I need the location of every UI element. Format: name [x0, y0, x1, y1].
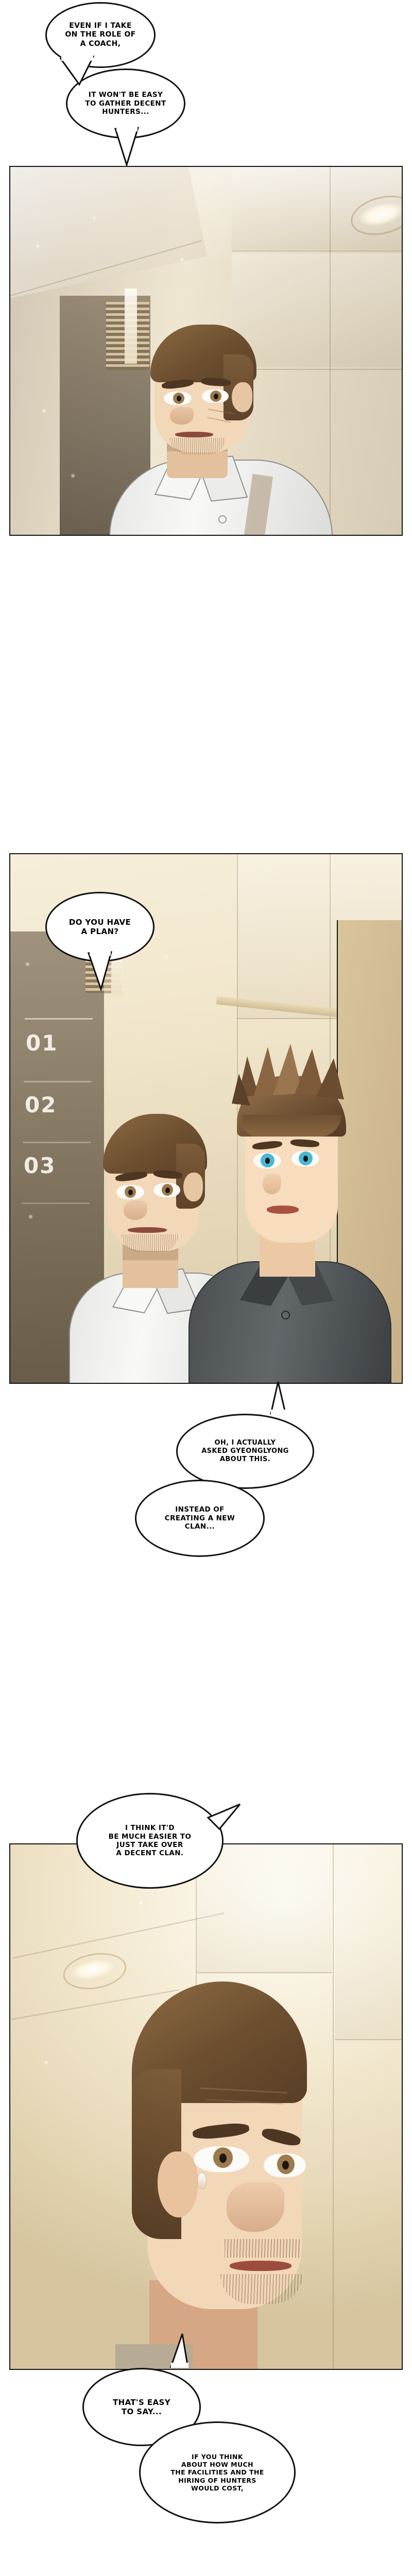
bubble-text: OH, I ACTUALLY ASKED GYEONGLYONG ABOUT T…: [201, 1439, 289, 1463]
wall-panel: [232, 253, 402, 367]
moustache: [225, 2239, 301, 2258]
pupil-right: [165, 1188, 170, 1193]
wall-seam: [197, 1972, 332, 1973]
pupil-right: [282, 2161, 289, 2170]
nose: [170, 407, 194, 425]
bubble-tail-2: [114, 127, 140, 167]
panel-3-closeup-sweating: [9, 1843, 403, 2370]
pupil-right: [303, 1156, 308, 1162]
dust-mote: [93, 216, 96, 220]
shirt-button: [281, 1311, 290, 1319]
bubble-text: IF YOU THINK ABOUT HOW MUCH THE FACILITI…: [170, 2452, 264, 2492]
bubble-text: DO YOU HAVE A PLAN?: [68, 917, 131, 936]
mouth: [175, 432, 213, 437]
wall-seam: [333, 1844, 334, 2369]
bubble-text: EVEN IF I TAKE ON THE ROLE OF A COACH,: [65, 22, 136, 48]
pupil-left: [177, 396, 181, 401]
bubble-instead-of-new-clan: INSTEAD OF CREATING A NEW CLAN...: [135, 1480, 265, 1557]
bubble-text: IT WON'T BE EASY TO GATHER DECENT HUNTER…: [85, 91, 166, 116]
wall-panel: [197, 1844, 332, 1973]
dust-mote: [42, 409, 46, 413]
dust-mote: [180, 258, 184, 261]
dust-mote: [165, 955, 168, 959]
stubble: [170, 438, 226, 454]
wall-seam: [232, 250, 402, 251]
floor-divider: [22, 1202, 90, 1204]
pupil-left: [128, 1190, 133, 1195]
older-man-figure: [97, 305, 344, 535]
dust-mote: [29, 1215, 32, 1218]
pupil-left: [219, 2154, 227, 2163]
pupil-right: [214, 394, 218, 399]
pupil-left: [265, 1158, 270, 1164]
stubble: [220, 2274, 303, 2304]
dark-shirt: [188, 1261, 391, 1383]
dust-mote: [139, 1901, 143, 1905]
dust-mote: [71, 474, 75, 478]
older-man-closeup: [92, 1961, 334, 2369]
ear: [232, 382, 252, 412]
floor-label-02: 02: [25, 1092, 57, 1117]
dust-mote: [26, 962, 29, 966]
sweat-drop: [198, 2173, 206, 2189]
wall-seam: [237, 1018, 402, 1019]
floor-label-01: 01: [26, 1030, 58, 1056]
young-man-figure: [188, 1004, 391, 1383]
panel-1-corridor: [9, 166, 403, 536]
bubble-text: THAT'S EASY TO SAY...: [112, 2397, 170, 2416]
bubble-take-over-clan: I THINK IT'D BE MUCH EASIER TO JUST TAKE…: [76, 1793, 224, 1889]
shirt-button: [218, 515, 227, 523]
elevator-light-column: [125, 289, 137, 364]
floor-label-03: 03: [24, 1153, 56, 1178]
bubble-wont-be-easy: IT WON'T BE EASY TO GATHER DECENT HUNTER…: [66, 69, 185, 139]
bubble-text: INSTEAD OF CREATING A NEW CLAN...: [164, 1505, 235, 1531]
bubble-tail-3: [87, 951, 112, 991]
wall-seam: [335, 2039, 402, 2040]
ear: [158, 2151, 198, 2217]
bubble-tail-7: [169, 2333, 188, 2368]
mouth: [267, 1206, 299, 1214]
floor-divider: [23, 1142, 91, 1143]
dust-mote: [36, 244, 40, 248]
stubble: [122, 1234, 178, 1252]
bubble-tail-4: [270, 1381, 286, 1415]
floor-divider: [25, 1018, 93, 1020]
panel-2-elevator-lobby: 01 02 03: [9, 853, 403, 1384]
nose: [263, 1174, 281, 1194]
floor-divider: [24, 1081, 92, 1082]
dust-mote: [44, 2061, 48, 2064]
bubble-tail-1: [60, 56, 95, 86]
wall-seam: [330, 167, 331, 535]
bubble-text: I THINK IT'D BE MUCH EASIER TO JUST TAKE…: [108, 1824, 192, 1858]
bubble-asked-gyeonglyong: OH, I ACTUALLY ASKED GYEONGLYONG ABOUT T…: [176, 1414, 314, 1489]
bubble-facilities-cost: IF YOU THINK ABOUT HOW MUCH THE FACILITI…: [139, 2421, 296, 2523]
hair-spikes: [232, 1044, 344, 1106]
wall-seam: [232, 369, 402, 370]
mouth: [230, 2261, 291, 2271]
hair-fringe: [242, 1115, 341, 1137]
wall-panel: [335, 1844, 402, 2040]
nose: [227, 2182, 284, 2232]
ear: [183, 1173, 203, 1201]
mouth: [128, 1227, 167, 1233]
bubble-tail-6: [207, 1803, 241, 1831]
nose: [124, 1200, 147, 1220]
